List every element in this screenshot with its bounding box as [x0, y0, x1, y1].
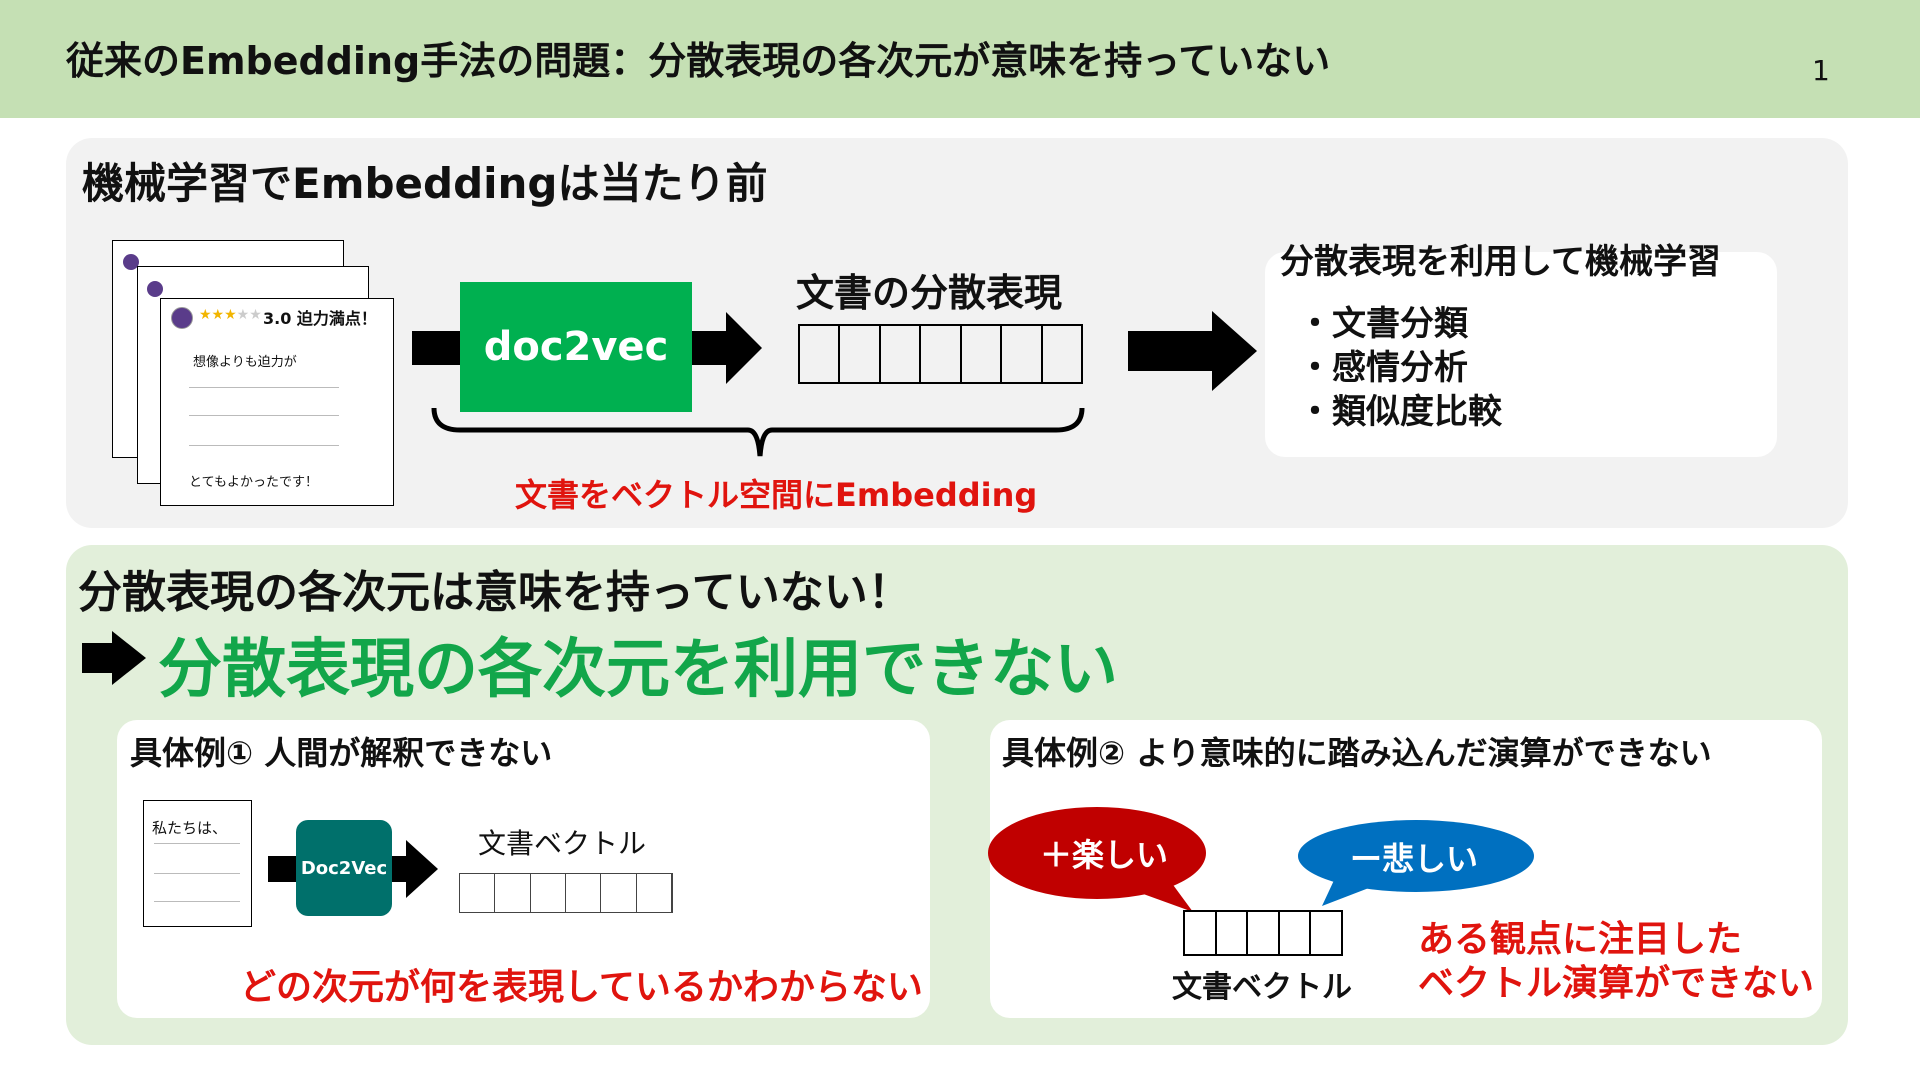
page-number: 1 — [1812, 54, 1830, 87]
text-line — [189, 415, 339, 416]
input-arrow — [268, 856, 298, 882]
result-arrow-shaft — [1128, 331, 1214, 371]
vector-cell — [1002, 326, 1043, 382]
avatar-icon — [147, 281, 163, 297]
vector-label-small: 文書ベクトル — [478, 827, 647, 860]
output-arrow-icon — [406, 840, 438, 898]
ml-usage-item: ・感情分析 — [1298, 348, 1468, 388]
example-2-caption-line2: ベクトル演算ができない — [1418, 963, 1815, 1004]
doc2vec-box-small: Doc2Vec — [296, 820, 392, 916]
vector-cell — [637, 874, 672, 912]
star-rating: ★★★★★ — [199, 307, 262, 323]
example-1-title: 具体例① 人間が解釈できない — [130, 734, 553, 772]
vector-cell — [962, 326, 1003, 382]
embedding-vector — [798, 324, 1083, 384]
vector-label: 文書の分散表現 — [796, 271, 1063, 315]
ml-usage-item: ・文書分類 — [1298, 304, 1468, 344]
review-score: 3.0 迫力満点！ — [263, 309, 377, 328]
problem-heading: 分散表現の各次元は意味を持っていない！ — [78, 567, 912, 618]
example-1-card — [117, 720, 930, 1018]
conclusion-text: 分散表現の各次元を利用できない — [158, 633, 1118, 707]
ml-usage-title: 分散表現を利用して機械学習 — [1280, 242, 1721, 282]
embedding-heading: 機械学習でEmbeddingは当たり前 — [82, 159, 768, 208]
conclusion-arrow-shaft — [82, 643, 114, 673]
bubble-plus-text: ＋楽しい — [1040, 836, 1169, 874]
speech-bubble-plus — [988, 807, 1206, 912]
vector-cell — [1280, 912, 1312, 954]
review-document-front: ★★★★★ 3.0 迫力満点！ 想像よりも迫力が とてもよかったです！ — [160, 298, 394, 506]
speech-bubble-minus — [1298, 820, 1534, 906]
review-line-last: とてもよかったです！ — [189, 475, 318, 490]
result-arrow-icon — [1212, 311, 1257, 391]
example-2-title: 具体例② より意味的に踏み込んだ演算ができない — [1002, 734, 1712, 772]
curly-brace — [431, 407, 1085, 457]
document-vector — [1183, 910, 1343, 956]
vector-cell — [460, 874, 496, 912]
vector-cell — [921, 326, 962, 382]
vector-cell — [531, 874, 566, 912]
avatar-icon — [171, 307, 193, 329]
output-arrow-shaft — [692, 331, 726, 365]
example-2-caption: ある観点に注目した ベクトル演算ができない — [1418, 918, 1814, 1006]
vector-cell — [840, 326, 881, 382]
bubble-minus-text: ー悲しい — [1350, 840, 1479, 878]
vector-cell — [495, 874, 531, 912]
conclusion-arrow-icon — [112, 631, 146, 685]
text-line — [189, 445, 339, 446]
input-arrow — [412, 331, 462, 365]
embedding-caption: 文書をベクトル空間にEmbedding — [515, 476, 1038, 514]
slide-title: 従来のEmbedding手法の問題：分散表現の各次元が意味を持っていない — [66, 39, 1331, 83]
avatar-icon — [123, 254, 139, 270]
ml-usage-list: ・文書分類 ・感情分析 ・類似度比較 — [1298, 302, 1502, 434]
filled-stars: ★★★ — [199, 307, 237, 323]
example-2-caption-line1: ある観点に注目した — [1418, 919, 1743, 960]
vector-cell — [601, 874, 637, 912]
vector-cell — [1217, 912, 1249, 954]
example-1-caption: どの次元が何を表現しているかわからない — [240, 967, 923, 1008]
review-line-first: 想像よりも迫力が — [193, 355, 297, 370]
text-line — [154, 843, 240, 844]
vector-cell — [800, 326, 841, 382]
small-document: 私たちは、 — [143, 800, 252, 927]
vector-cell — [566, 874, 602, 912]
ml-usage-card — [1265, 252, 1777, 457]
doc2vec-box: doc2vec — [460, 282, 692, 412]
small-document-text: 私たちは、 — [152, 819, 228, 837]
vector-cell — [881, 326, 922, 382]
vector-cell — [1043, 326, 1081, 382]
text-line — [154, 873, 240, 874]
vector-cell — [1185, 912, 1217, 954]
empty-stars: ★★ — [236, 307, 262, 323]
ml-usage-item: ・類似度比較 — [1298, 392, 1502, 432]
text-line — [154, 901, 240, 902]
output-arrow-shaft — [392, 856, 406, 882]
vector-label-small: 文書ベクトル — [1172, 970, 1352, 1005]
vector-cell — [1248, 912, 1280, 954]
header-bar — [0, 0, 1920, 118]
output-arrow-icon — [726, 312, 762, 384]
document-vector — [459, 873, 673, 913]
vector-cell — [1311, 912, 1341, 954]
text-line — [189, 387, 339, 388]
